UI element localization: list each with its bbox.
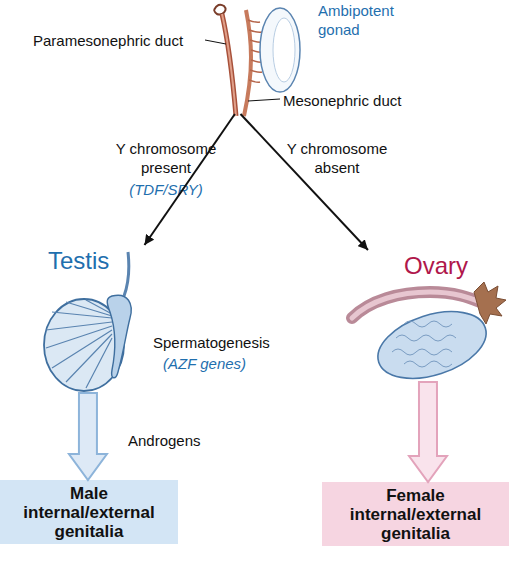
vas-deferens: [124, 252, 129, 296]
testis-node: Testis: [40, 245, 150, 393]
box-label: Male internal/external genitalia: [0, 484, 178, 541]
node-heading: Testis: [48, 247, 148, 275]
paramesonephric-duct-highlight: [222, 14, 236, 116]
testis-lobules: [46, 300, 112, 388]
gonad-body: [260, 8, 300, 92]
ovary-node: Ovary: [350, 250, 505, 382]
ovary-body: [369, 299, 494, 391]
node-heading: Ovary: [404, 252, 504, 280]
genitalia-box: Female internal/external genitalia: [322, 482, 509, 546]
arrow-connector: [145, 114, 235, 245]
part-label: (AZF genes): [163, 354, 273, 373]
part-label: Spermatogenesis: [153, 333, 283, 352]
genitalia-box: Male internal/external genitalia: [0, 480, 178, 544]
part-label: Paramesonephric duct: [33, 31, 203, 50]
arrow-connector: [241, 114, 368, 250]
edge-label: Y chromosome absent: [282, 139, 392, 177]
leader-line: [248, 99, 280, 101]
paramesonephric-duct: [222, 14, 236, 116]
fimbriae: [474, 282, 506, 324]
mesonephric-duct: [244, 10, 251, 116]
part-label: Mesonephric duct: [283, 91, 423, 110]
part-label: (TDF/SRY): [121, 180, 211, 199]
box-label: Female internal/external genitalia: [322, 486, 509, 543]
block-arrow: [69, 393, 107, 480]
block-arrow: [409, 382, 447, 482]
ovary-texture: [392, 321, 456, 367]
epididymis: [107, 295, 131, 378]
gonad-inner: [273, 18, 295, 82]
duct-ostium: [214, 5, 226, 15]
edge-label: Androgens: [128, 431, 228, 450]
edge-label: Y chromosome present: [111, 139, 221, 177]
leader-line: [205, 40, 226, 44]
ovary-illustration: [352, 282, 506, 391]
node-heading: Ambipotent gonad: [318, 1, 418, 39]
